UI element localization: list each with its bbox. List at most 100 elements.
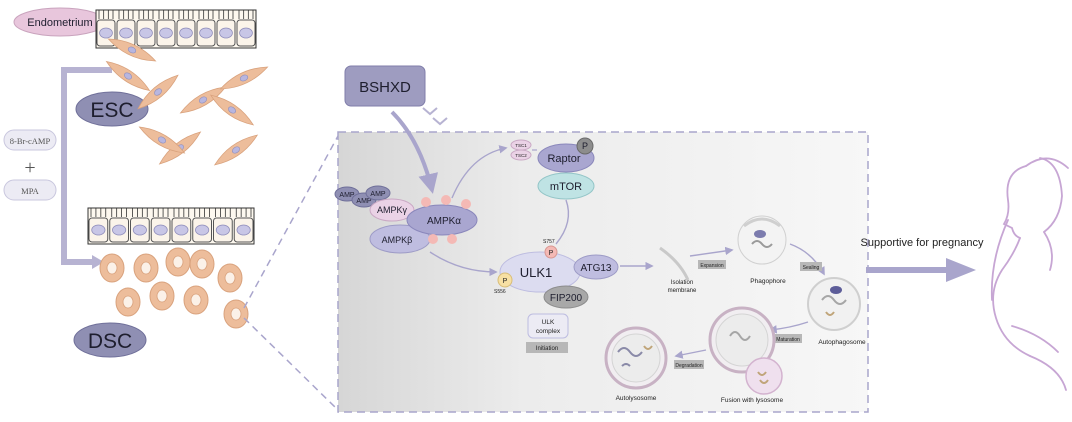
autophagosome-label: Autophagosome	[818, 339, 866, 346]
dsc-label: DSC	[88, 330, 132, 353]
isolation-membrane	[659, 246, 690, 281]
ampk-gamma-label: AMPKγ	[377, 205, 408, 215]
tsc1-label: TSC1	[515, 143, 527, 148]
phospho-dot-2	[441, 195, 451, 205]
cell-nucleus	[119, 27, 133, 39]
esc-spindle-cells	[105, 38, 269, 166]
fip200	[543, 285, 589, 309]
cell-nucleus	[106, 261, 118, 275]
phagophore-label: Phagophore	[750, 278, 786, 285]
ampk-complex: AMP AMP AMP AMPKβ AMPKγ AMPKα	[334, 185, 478, 254]
isolation-label-1: Isolation	[671, 280, 693, 286]
amp-label-1: AMP	[339, 192, 355, 199]
phospho-dot-5	[447, 234, 457, 244]
mtor-label: mTOR	[550, 181, 582, 193]
ampk-to-tsc-arrow	[451, 145, 508, 199]
cell-nucleus	[239, 27, 253, 39]
br-camp-badge	[3, 129, 57, 151]
fusion-label: Fusion with lysosome	[721, 397, 784, 404]
cell-nucleus	[224, 271, 236, 285]
sealing-label: Sealing	[803, 265, 820, 271]
spindle-cell	[219, 66, 269, 90]
cell-nucleus	[179, 27, 193, 39]
phospho-dot-1	[421, 197, 431, 207]
treatment-badges: 8-Br-cAMP + MPA	[3, 129, 57, 201]
autolysosome-label: Autolysosome	[616, 395, 657, 402]
ulk1-label: ULK1	[520, 265, 553, 280]
s556-phospho-label: P	[503, 278, 508, 285]
cell-nucleus	[215, 224, 230, 236]
ampk-gamma	[369, 198, 415, 222]
amp-molecule-3	[365, 185, 391, 201]
ulk-complex-label-2: complex	[536, 328, 561, 335]
bracket-arrowhead	[92, 255, 104, 269]
supportive-label: Supportive for pregnancy	[861, 237, 984, 249]
cell-nucleus	[174, 224, 189, 236]
spindle-cell	[107, 38, 157, 62]
spindle-cell	[213, 134, 259, 166]
ulk-complex-badge	[527, 313, 569, 339]
degradation-arrow	[674, 349, 707, 359]
maturation-tag	[774, 334, 802, 343]
expansion-label: Expansion	[700, 263, 724, 269]
bshxd-box	[344, 65, 426, 107]
epithelium-bottom	[87, 207, 255, 245]
amp-label-2: AMP	[356, 198, 372, 205]
cell-nucleus	[219, 27, 233, 39]
degradation-tag	[674, 360, 704, 369]
cell-nucleus	[122, 295, 134, 309]
endometrium-section: Endometrium	[13, 7, 257, 49]
br-camp-label: 8-Br-cAMP	[10, 136, 51, 146]
esc-badge	[75, 91, 149, 127]
spindle-cell	[137, 74, 179, 110]
raptor-phospho	[576, 137, 594, 155]
sealing-tag	[800, 262, 822, 271]
cell-nucleus	[230, 307, 242, 321]
raptor-label: Raptor	[547, 153, 580, 165]
esc-label: ESC	[90, 99, 133, 122]
mtor	[537, 172, 595, 200]
maturation-label: Maturation	[776, 337, 800, 343]
spindle-cell	[105, 60, 151, 92]
atg13	[573, 254, 619, 280]
ampk-alpha	[406, 204, 478, 236]
autolysosome	[604, 326, 668, 390]
cell-nucleus	[140, 261, 152, 275]
cell-nucleus	[132, 224, 147, 236]
mpa-badge	[3, 179, 57, 201]
cell-nucleus	[112, 224, 127, 236]
phospho-dot-4	[428, 234, 438, 244]
fip200-label: FIP200	[550, 293, 583, 304]
cell-nucleus	[91, 224, 106, 236]
initiation-label: Initiation	[536, 346, 558, 352]
cell-nucleus	[159, 27, 173, 39]
s757-phospho	[544, 245, 558, 259]
raptor-phospho-label: P	[582, 141, 588, 151]
cell-nucleus	[139, 27, 153, 39]
zoom-line-top	[243, 135, 339, 309]
cell-nucleus	[153, 224, 168, 236]
mtor-inhibits-ulk1	[555, 199, 570, 245]
supportive-arrowhead	[946, 258, 976, 282]
cell-nucleus	[172, 255, 184, 269]
bshxd-label: BSHXD	[359, 79, 411, 96]
expansion-tag	[698, 260, 726, 269]
dsc-round-cells	[99, 247, 249, 329]
bshxd-chevron-1	[422, 107, 438, 116]
degradation-label: Degradation	[675, 363, 702, 369]
autophagosome	[807, 277, 861, 331]
cell-nucleus	[156, 289, 168, 303]
pregnant-woman-silhouette	[990, 157, 1069, 391]
s757-label: S757	[543, 239, 555, 245]
cell-nucleus	[195, 224, 210, 236]
s757-phospho-label: P	[549, 250, 554, 257]
isolation-label-2: membrane	[668, 288, 697, 294]
zoom-line-bottom	[243, 317, 339, 411]
expansion-arrow	[689, 246, 734, 257]
cell-nucleus	[99, 27, 113, 39]
plus-sign: +	[24, 157, 35, 179]
endometrium-label: Endometrium	[27, 17, 92, 29]
cell-nucleus	[196, 257, 208, 271]
bshxd-activation-arrow	[390, 110, 438, 194]
